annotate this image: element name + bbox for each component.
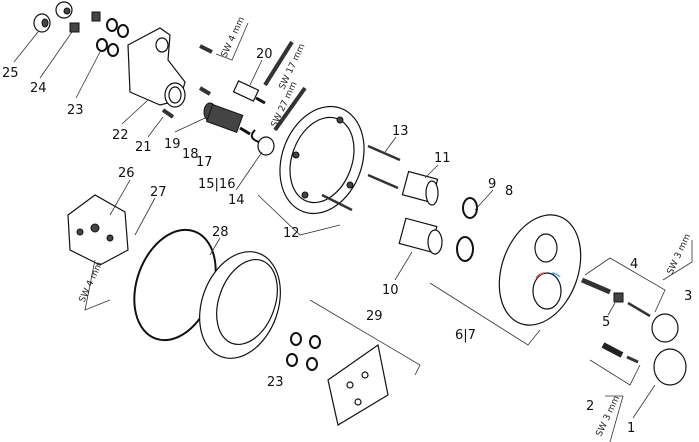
part-23-orings-lower [286, 332, 321, 371]
part-26-rough-body [67, 194, 129, 266]
label-17: 17 [196, 155, 213, 170]
leader-lines [13, 31, 666, 419]
part-24-fitting [69, 11, 101, 33]
label-27: 27 [150, 185, 167, 200]
part-4-5-handle-adapter [581, 277, 651, 318]
part-3-handle [651, 313, 679, 343]
part-22-valve-body [127, 27, 186, 108]
label-10: 10 [382, 283, 399, 298]
part-29-plate [327, 343, 389, 426]
part-6-7-cover-plate [498, 214, 582, 326]
label-14: 14 [228, 193, 245, 208]
hex-key-right-icon [662, 240, 693, 281]
label-29: 29 [366, 309, 383, 324]
label-8: 8 [505, 184, 513, 199]
label-6-7: 6|7 [455, 328, 476, 343]
wrench-27-icon [273, 86, 307, 132]
label-12: 12 [283, 226, 300, 241]
label-23-lower: 23 [267, 375, 284, 390]
label-13: 13 [392, 124, 409, 139]
label-3: 3 [684, 289, 692, 304]
part-25-cap [33, 13, 51, 33]
part-2-spindle [601, 342, 639, 364]
hex-key-left-icon [84, 259, 111, 311]
label-11: 11 [434, 151, 451, 166]
part-14-nut [250, 129, 275, 156]
label-19: 19 [164, 137, 181, 152]
part-cap-small [55, 1, 73, 19]
part-19-thermostat-cartridge [203, 102, 251, 136]
part-28-ring [199, 251, 281, 359]
wrench-17-icon [263, 40, 294, 87]
part-21-screws [161, 44, 213, 119]
label-2: 2 [586, 399, 594, 414]
part-10-extension [398, 217, 443, 255]
tool-label-hex-4mm-top: SW 4 mm [220, 16, 247, 60]
label-18: 18 [182, 147, 199, 162]
hex-key-top-icon [215, 22, 249, 61]
tool-label-hex-4mm-left: SW 4 mm [78, 261, 105, 305]
label-28: 28 [212, 225, 229, 240]
label-25: 25 [2, 66, 19, 81]
label-21: 21 [135, 140, 152, 155]
label-1: 1 [627, 421, 635, 436]
part-11-extension [401, 170, 439, 206]
label-22: 22 [112, 128, 129, 143]
label-4: 4 [630, 257, 638, 272]
tool-label-hex-3mm-bottom: SW 3 mm [595, 395, 622, 439]
label-26: 26 [118, 166, 135, 181]
hex-key-bottom-icon [605, 395, 624, 442]
label-20: 20 [256, 47, 273, 62]
part-9-8-orings [456, 197, 478, 262]
label-24: 24 [30, 81, 47, 96]
part-12-mounting-ring [279, 105, 365, 215]
label-5: 5 [602, 315, 610, 330]
part-1-handle [653, 348, 687, 386]
label-15-16: 15|16 [198, 177, 235, 192]
part-23-orings [96, 18, 129, 57]
part-13-screws [321, 144, 401, 212]
label-9: 9 [488, 177, 496, 192]
label-23: 23 [67, 103, 84, 118]
part-20-cartridge [232, 80, 266, 105]
